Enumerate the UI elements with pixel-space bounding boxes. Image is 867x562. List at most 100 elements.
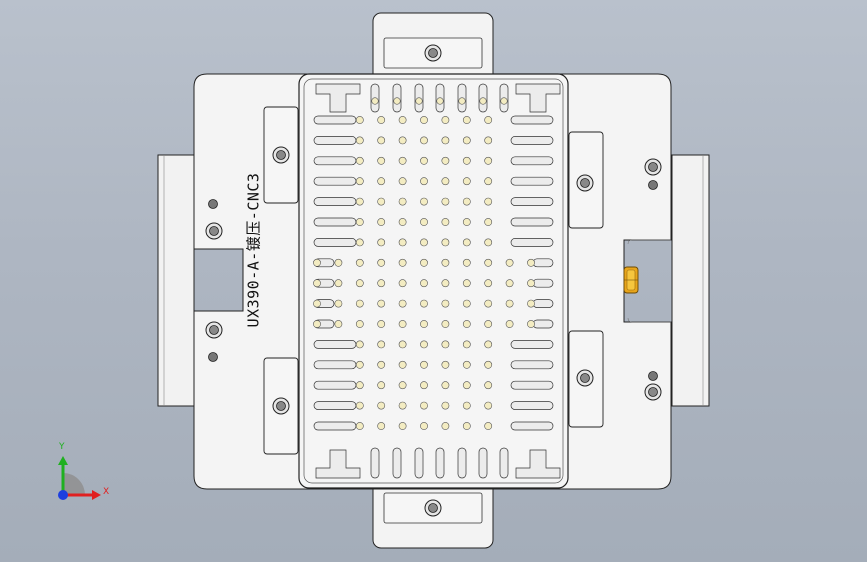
test-pin <box>377 401 386 410</box>
test-pin <box>420 401 428 410</box>
test-pin <box>398 156 407 165</box>
test-pin <box>462 299 471 308</box>
test-pin <box>441 156 450 165</box>
test-pin <box>462 401 471 410</box>
test-pin <box>505 299 514 308</box>
right-comb-slot <box>510 115 554 125</box>
left-side-bar[interactable] <box>157 154 195 407</box>
screw-icon <box>576 369 594 387</box>
bottom-comb-slot <box>370 447 380 479</box>
test-pin <box>462 197 471 206</box>
test-pin <box>355 116 364 124</box>
test-pin <box>377 177 386 186</box>
test-pin <box>420 360 428 369</box>
test-pin <box>441 197 450 206</box>
test-pin <box>462 156 471 165</box>
right-comb-slot <box>510 176 554 186</box>
test-pin <box>355 197 364 206</box>
test-pin <box>377 381 386 390</box>
locating-hole-icon <box>648 180 658 190</box>
test-pin <box>479 97 487 105</box>
test-pin <box>484 136 493 145</box>
test-pin <box>441 401 450 410</box>
corner-t-slot <box>315 83 361 113</box>
test-pin <box>334 320 343 328</box>
test-pin <box>377 238 386 247</box>
test-pin <box>355 340 364 349</box>
test-pin <box>484 401 493 410</box>
right-comb-slot <box>510 421 554 431</box>
test-pin <box>441 258 450 267</box>
test-pin <box>441 218 450 226</box>
test-pin <box>462 116 471 124</box>
pin-plate-features <box>313 83 561 479</box>
test-pin <box>355 299 364 308</box>
test-pin <box>398 177 407 186</box>
screw-icon <box>205 222 223 240</box>
test-pin <box>484 340 493 349</box>
test-pin <box>441 422 450 430</box>
left-comb-slot <box>313 217 357 227</box>
screw-icon <box>272 146 290 164</box>
test-pin <box>458 97 466 105</box>
left-comb-slot <box>313 115 357 125</box>
test-pin <box>441 279 450 288</box>
right-comb-slot <box>510 238 554 247</box>
test-pin <box>420 177 428 186</box>
test-pin <box>398 136 407 145</box>
left-comb-slot <box>313 238 357 247</box>
test-pin <box>398 422 407 430</box>
test-pin <box>484 218 493 226</box>
test-pin <box>484 177 493 186</box>
right-comb-slot <box>510 340 554 349</box>
test-pin <box>420 381 428 390</box>
test-pin <box>334 279 343 288</box>
locating-hole-icon <box>648 371 658 381</box>
right-comb-slot <box>532 278 554 288</box>
bottom-tab-screw-icon <box>424 499 442 517</box>
screw-icon <box>644 158 662 176</box>
test-pin <box>484 299 493 308</box>
test-pin <box>355 320 364 328</box>
test-pin <box>393 97 401 105</box>
test-pin <box>398 299 407 308</box>
right-comb-slot <box>532 299 554 308</box>
test-pin <box>355 177 364 186</box>
test-pin <box>441 116 450 124</box>
pin-plate[interactable] <box>298 73 569 489</box>
test-pin <box>420 156 428 165</box>
x-axis-arrowhead <box>92 490 101 500</box>
left-comb-slot <box>313 380 357 390</box>
test-pin <box>415 97 423 105</box>
left-comb-slot <box>313 156 357 166</box>
test-pin <box>334 299 343 308</box>
test-pin <box>420 320 428 328</box>
screw-icon <box>576 174 594 192</box>
screw-icon <box>205 321 223 339</box>
spring-plunger-icon[interactable] <box>623 266 639 294</box>
test-pin <box>500 97 508 105</box>
left-comb-slot <box>313 360 357 370</box>
test-pin <box>441 320 450 328</box>
test-pin <box>441 340 450 349</box>
engraved-part-label-text: UX390-A-镀压-CNC3 <box>244 172 263 328</box>
test-pin <box>355 422 364 430</box>
test-pin <box>462 422 471 430</box>
test-pin <box>420 340 428 349</box>
test-pin <box>441 360 450 369</box>
test-pin <box>441 381 450 390</box>
test-pin <box>462 381 471 390</box>
right-comb-slot <box>510 380 554 390</box>
test-pin <box>377 422 386 430</box>
test-pin <box>377 360 386 369</box>
test-pin <box>420 218 428 226</box>
right-side-bar[interactable] <box>671 154 710 407</box>
test-pin <box>377 299 386 308</box>
test-pin <box>398 218 407 226</box>
test-pin <box>313 279 321 288</box>
screw-icon <box>272 397 290 415</box>
test-pin <box>484 197 493 206</box>
test-pin <box>377 279 386 288</box>
